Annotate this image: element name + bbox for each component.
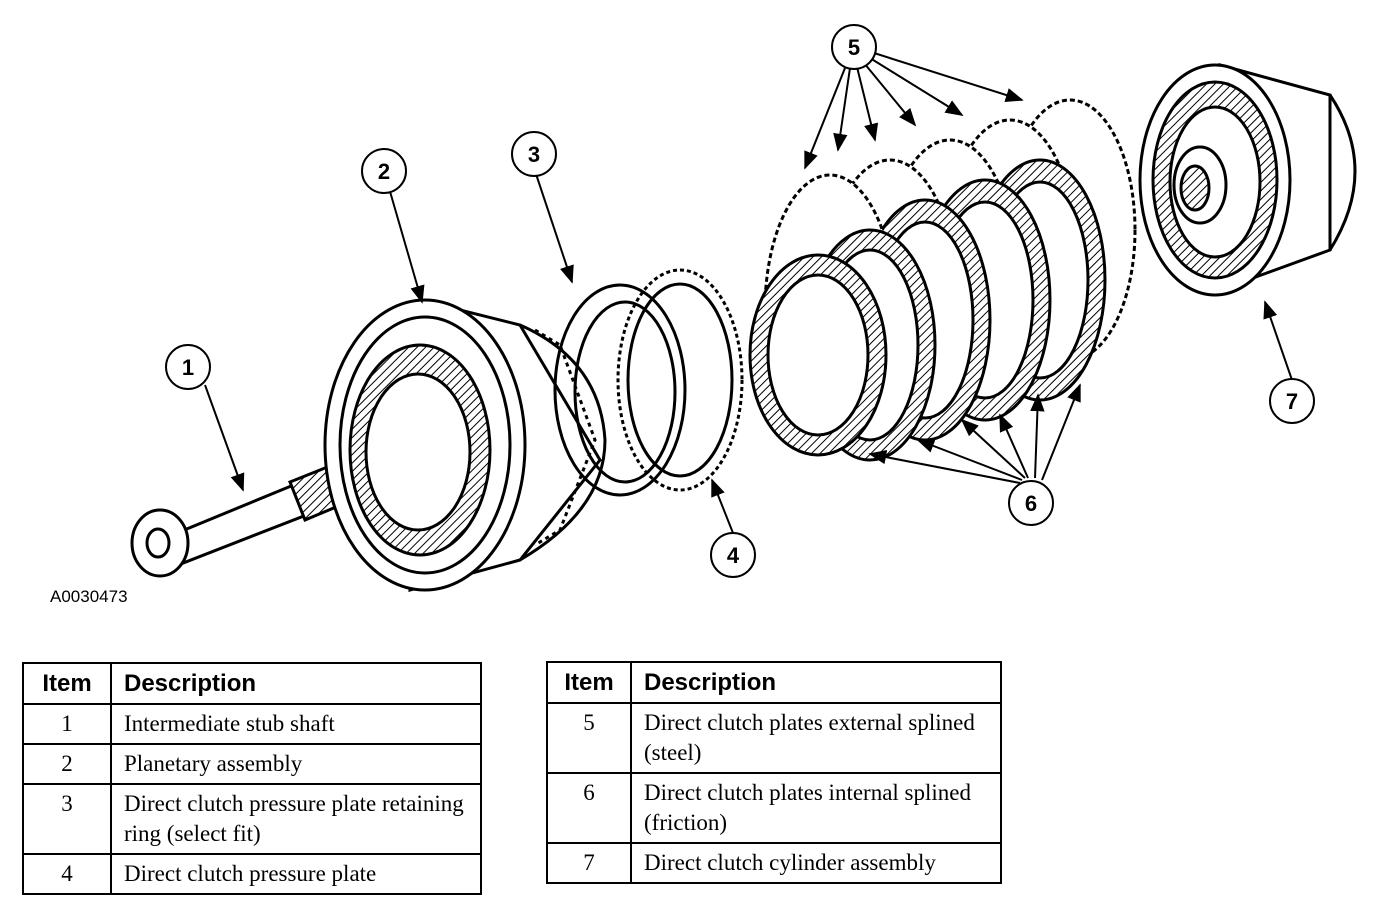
callout-6: 6 — [1008, 480, 1054, 526]
svg-text:1: 1 — [182, 355, 194, 380]
figure-id: A0030473 — [50, 587, 128, 606]
legend-table-left: Item Description 1 Intermediate stub sha… — [22, 662, 482, 895]
header-row: Item Description — [546, 661, 1002, 704]
table-row: 6 Direct clutch plates internal splined … — [546, 772, 1002, 844]
svg-text:2: 2 — [378, 159, 390, 184]
item-description: Intermediate stub shaft — [110, 703, 482, 745]
callouts: 1 2 3 4 5 6 7 — [165, 24, 1315, 578]
svg-text:6: 6 — [1025, 491, 1037, 516]
item-header: Item — [22, 662, 112, 705]
item-description: Direct clutch plates external splined (s… — [630, 702, 1002, 774]
item-number: 6 — [546, 772, 632, 844]
item-description: Planetary assembly — [110, 743, 482, 785]
planetary-assembly — [323, 298, 607, 592]
item-number: 2 — [22, 743, 112, 785]
callout-1: 1 — [165, 344, 211, 390]
svg-text:5: 5 — [848, 35, 860, 60]
stub-shaft — [130, 464, 351, 578]
header-row: Item Description — [22, 662, 482, 705]
item-description: Direct clutch pressure plate retaining r… — [110, 783, 482, 855]
leader-lines — [204, 52, 1293, 534]
callout-4: 4 — [710, 532, 756, 578]
item-number: 7 — [546, 842, 632, 884]
table-row: 7 Direct clutch cylinder assembly — [546, 842, 1002, 884]
legend-table-right: Item Description 5 Direct clutch plates … — [546, 661, 1002, 884]
item-header: Item — [546, 661, 632, 704]
item-number: 3 — [22, 783, 112, 855]
retaining-ring — [553, 283, 687, 497]
item-description: Direct clutch plates internal splined (f… — [630, 772, 1002, 844]
callout-7: 7 — [1269, 378, 1315, 424]
callout-3: 3 — [511, 131, 557, 177]
item-number: 1 — [22, 703, 112, 745]
clutch-plate-stack — [748, 98, 1137, 462]
exploded-view-diagram: 1 2 3 4 5 6 7 — [130, 24, 1357, 592]
table-row: 4 Direct clutch pressure plate — [22, 853, 482, 895]
svg-text:7: 7 — [1286, 389, 1298, 414]
svg-text:4: 4 — [727, 543, 740, 568]
table-row: 5 Direct clutch plates external splined … — [546, 702, 1002, 774]
table-row: 1 Intermediate stub shaft — [22, 703, 482, 745]
item-number: 5 — [546, 702, 632, 774]
item-number: 4 — [22, 853, 112, 895]
description-header: Description — [630, 661, 1002, 704]
item-description: Direct clutch pressure plate — [110, 853, 482, 895]
table-row: 2 Planetary assembly — [22, 743, 482, 785]
item-description: Direct clutch cylinder assembly — [630, 842, 1002, 884]
svg-text:3: 3 — [528, 142, 540, 167]
description-header: Description — [110, 662, 482, 705]
callout-2: 2 — [361, 148, 407, 194]
pressure-plate — [616, 268, 744, 492]
clutch-cylinder — [1138, 63, 1357, 297]
table-row: 3 Direct clutch pressure plate retaining… — [22, 783, 482, 855]
callout-5: 5 — [831, 24, 877, 70]
